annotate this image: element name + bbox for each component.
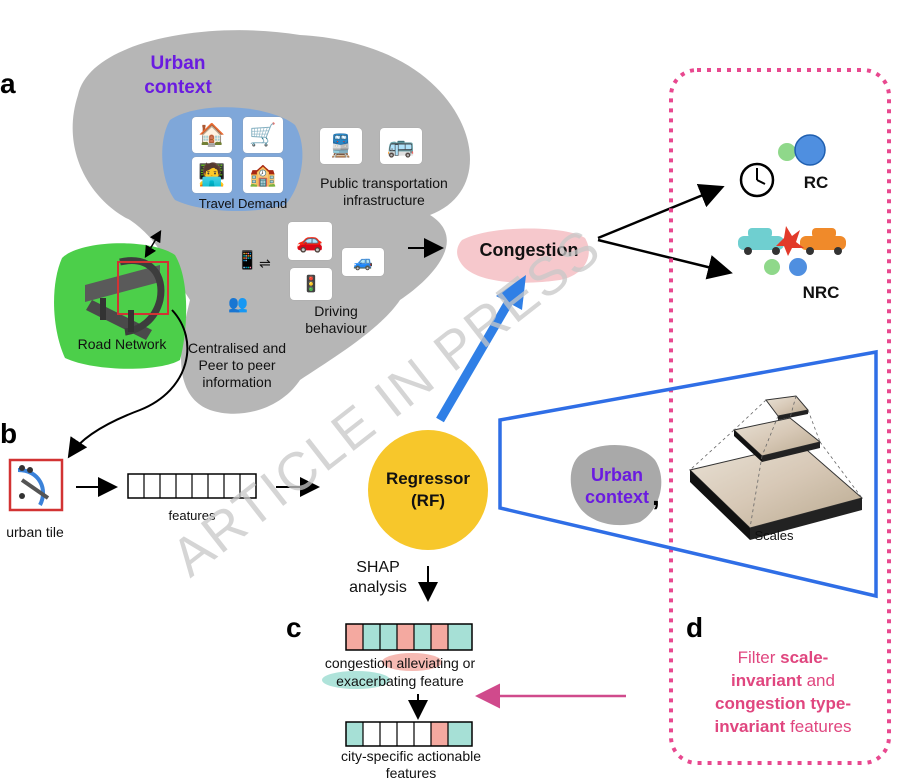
comma-label: ,	[652, 480, 660, 511]
driving-behaviour-label: Driving behaviour	[305, 303, 367, 336]
traffic-road-icon: 🚙	[342, 248, 384, 276]
features-label: features	[168, 508, 216, 523]
urban-context-small-blob	[570, 444, 662, 526]
arrow-to-nrc	[597, 238, 733, 280]
road-network-label: Road Network	[77, 336, 167, 352]
scales-label: Scales	[754, 528, 794, 543]
work-desk-icon: 🧑‍💻	[192, 157, 232, 193]
features-vector	[127, 473, 257, 499]
link-arrow-down	[144, 235, 159, 259]
urban-context-title: Urban context	[144, 53, 212, 98]
peer-network-icon: 👥	[228, 296, 248, 313]
scales-image	[688, 395, 864, 540]
rc-green-dot	[778, 143, 796, 161]
city-specific-bar	[345, 721, 473, 747]
urban-context-small-label: Urban context	[584, 465, 649, 507]
regressor-to-congestion-arrow	[436, 297, 514, 423]
regressor-circle	[368, 430, 488, 550]
information-label: Centralised and Peer to peer information	[187, 340, 287, 390]
train-icon: 🚆	[320, 128, 362, 164]
scales-frame	[498, 349, 878, 599]
bus-icon: 🚌	[380, 128, 422, 164]
filter-description: Filter scale- invariant and congestion t…	[714, 648, 852, 736]
panel-label-a: a	[0, 68, 16, 99]
road-network-image	[85, 257, 169, 340]
nrc-label: NRC	[802, 283, 840, 302]
panel-label-c: c	[286, 612, 302, 643]
alleviating-highlight	[382, 653, 442, 671]
shopping-cart-icon: 🛒	[243, 117, 283, 153]
congestion-feature-label: congestion alleviating or exacerbating f…	[324, 655, 476, 689]
urban-tile-label: urban tile	[6, 524, 64, 540]
urban-tile-image	[8, 458, 64, 512]
shap-analysis-label: SHAP analysis	[349, 559, 407, 596]
nrc-green-dot	[764, 259, 780, 275]
congestion-blob	[457, 228, 589, 283]
house-icon: 🏠	[192, 117, 232, 153]
regressor-label: Regressor (RF)	[385, 469, 471, 510]
traffic-jam-icon: 🚦	[290, 268, 332, 300]
filter-dotted-box	[669, 68, 891, 765]
city-specific-label: city-specific actionable features	[340, 748, 482, 781]
phone-icon: 📱	[236, 250, 259, 270]
driver-icon: 🚗	[288, 222, 332, 260]
congestion-label: Congestion	[479, 240, 579, 260]
nrc-blue-dot	[789, 258, 807, 276]
clock-icon	[739, 162, 775, 198]
panel-label-d: d	[686, 612, 704, 643]
car-crash-icon	[738, 226, 846, 256]
classroom-icon: 🏫	[243, 157, 283, 193]
travel-demand-label: Travel Demand	[198, 196, 288, 211]
road-to-tile-arrow	[67, 309, 189, 459]
exchange-icon: ⇌	[259, 255, 271, 271]
shap-bar	[345, 623, 473, 651]
panel-label-b: b	[0, 418, 18, 449]
rc-blue-dot	[794, 134, 826, 166]
blue-arrow-head	[496, 275, 526, 310]
exacerbating-highlight	[322, 671, 390, 689]
rc-label: RC	[803, 173, 829, 192]
public-transport-label: Public transportation infrastructure	[320, 175, 448, 208]
arrow-to-rc	[597, 184, 725, 240]
